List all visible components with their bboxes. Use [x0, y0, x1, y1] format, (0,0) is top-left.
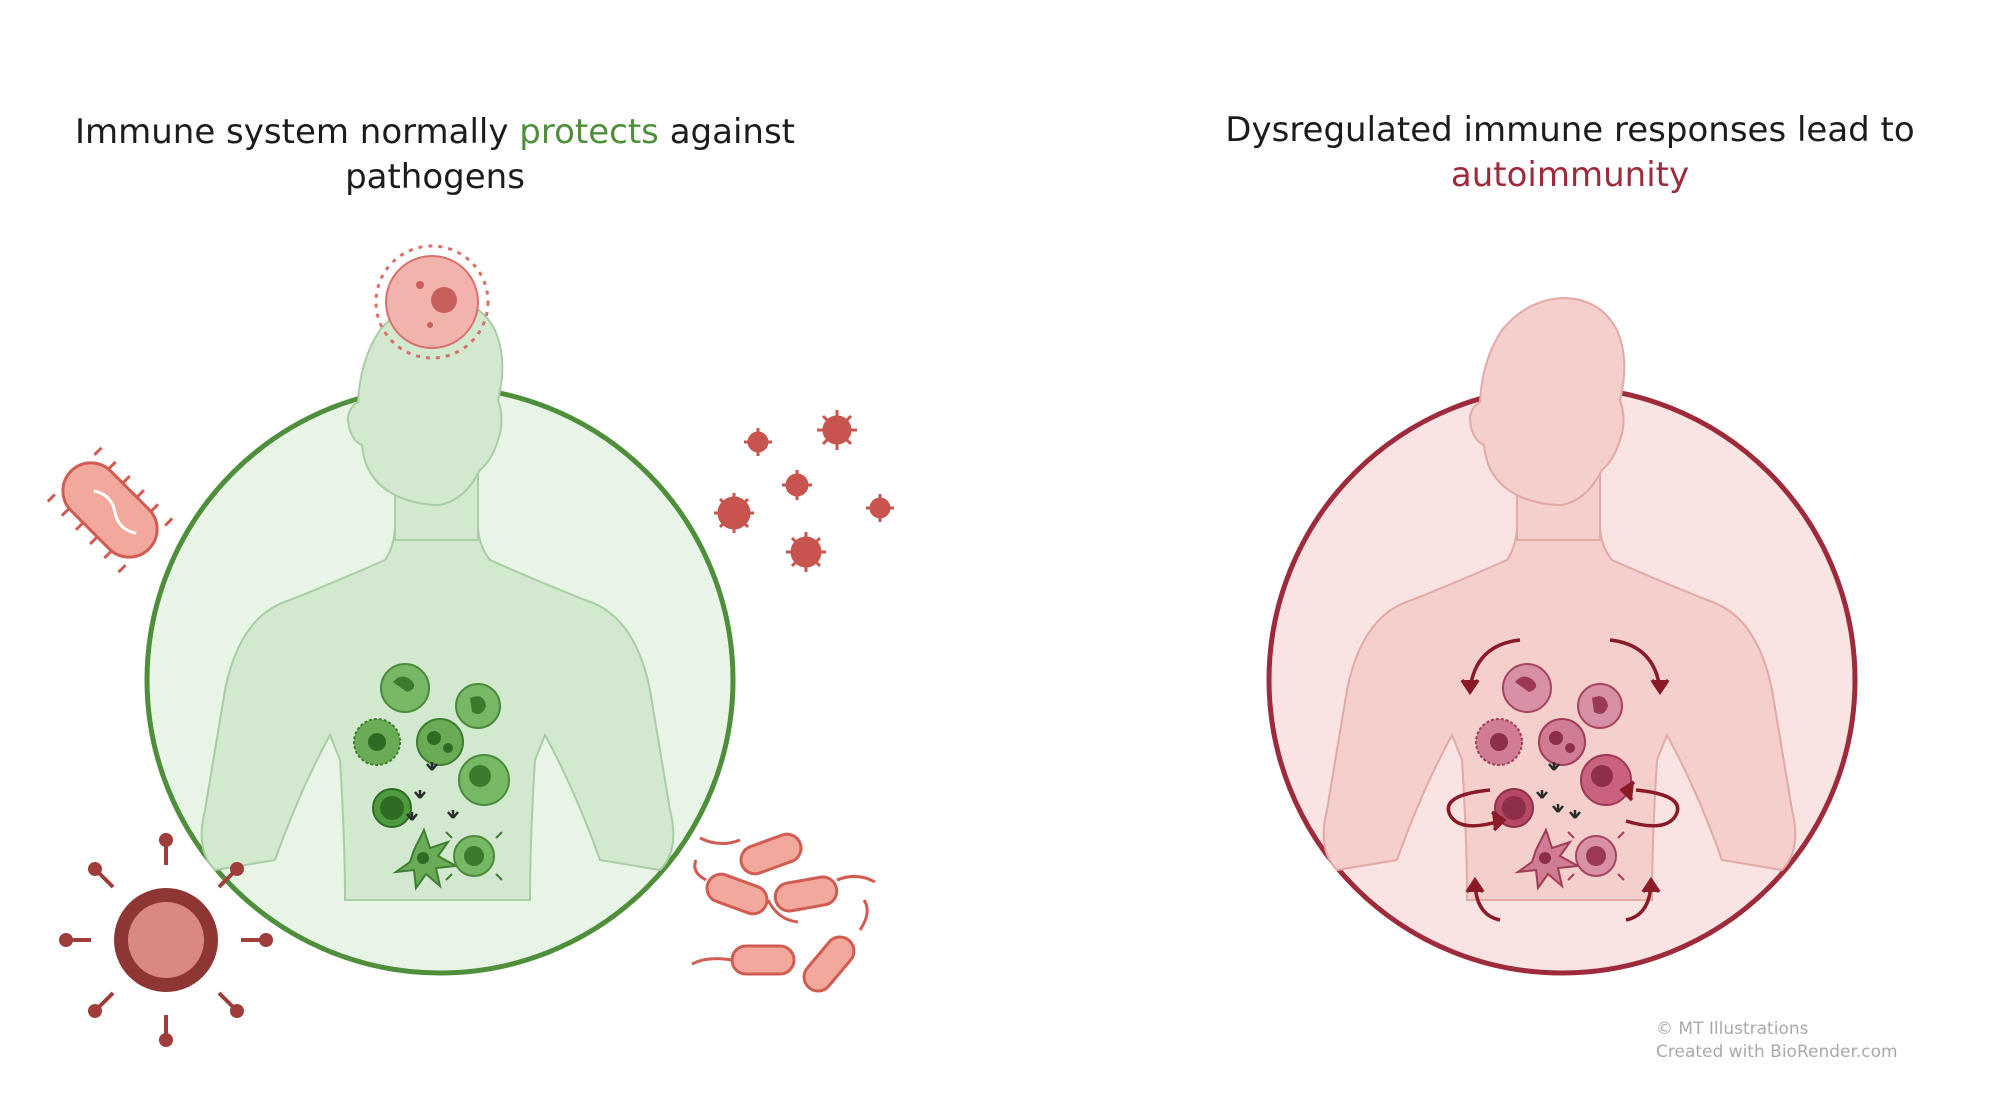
neutrophil-icon	[1502, 663, 1552, 713]
arrow-curved-icon	[1446, 788, 1501, 828]
immune-cells-group	[353, 663, 510, 891]
dendritic-cell-icon	[1514, 827, 1582, 891]
autoimmune-cells-group	[1475, 663, 1632, 891]
credit-line-1: © MT Illustrations	[1656, 1019, 1809, 1039]
sun-virus-icon	[374, 244, 490, 360]
bacterium-icon	[46, 446, 174, 574]
left-title-text-end: against pathogens	[345, 112, 796, 197]
antibodies-icon	[406, 762, 459, 821]
monocyte-icon	[1577, 683, 1623, 729]
dendritic-spiky-cell-icon	[1475, 718, 1523, 766]
arrow-curved-icon	[1625, 788, 1680, 828]
lymphocyte-icon	[1494, 788, 1534, 828]
right-panel-title: Dysregulated immune responses lead to au…	[1190, 108, 1950, 198]
right-title-text-start: Dysregulated immune responses lead to	[1225, 110, 1915, 150]
macrophage-icon	[416, 718, 464, 766]
dendritic-spiky-cell-icon	[353, 718, 401, 766]
lymphocyte-icon	[372, 788, 412, 828]
neutrophil-icon	[380, 663, 430, 713]
autoimmune-attack-arrows	[1446, 638, 1680, 922]
monocyte-icon	[455, 683, 501, 729]
b-cell-icon	[445, 831, 503, 881]
antibodies-icon	[1536, 762, 1581, 819]
credit-line-2: Created with BioRender.com	[1656, 1042, 1898, 1062]
left-title-text-start: Immune system normally	[74, 112, 520, 152]
macrophage-icon	[1538, 718, 1586, 766]
credits: © MT Illustrations Created with BioRende…	[1656, 1018, 1898, 1064]
large-virus-icon	[59, 833, 273, 1047]
bacteria-cluster-icon	[691, 832, 876, 993]
right-title-highlight: autoimmunity	[1450, 155, 1690, 195]
large-lymphocyte-icon	[1580, 754, 1632, 806]
dendritic-cell-icon	[392, 827, 460, 891]
large-lymphocyte-icon	[458, 754, 510, 806]
small-virus-icon	[714, 410, 894, 572]
left-panel-title: Immune system normally protects against …	[60, 110, 810, 200]
left-title-highlight: protects	[519, 112, 659, 152]
b-cell-icon	[1567, 831, 1625, 881]
